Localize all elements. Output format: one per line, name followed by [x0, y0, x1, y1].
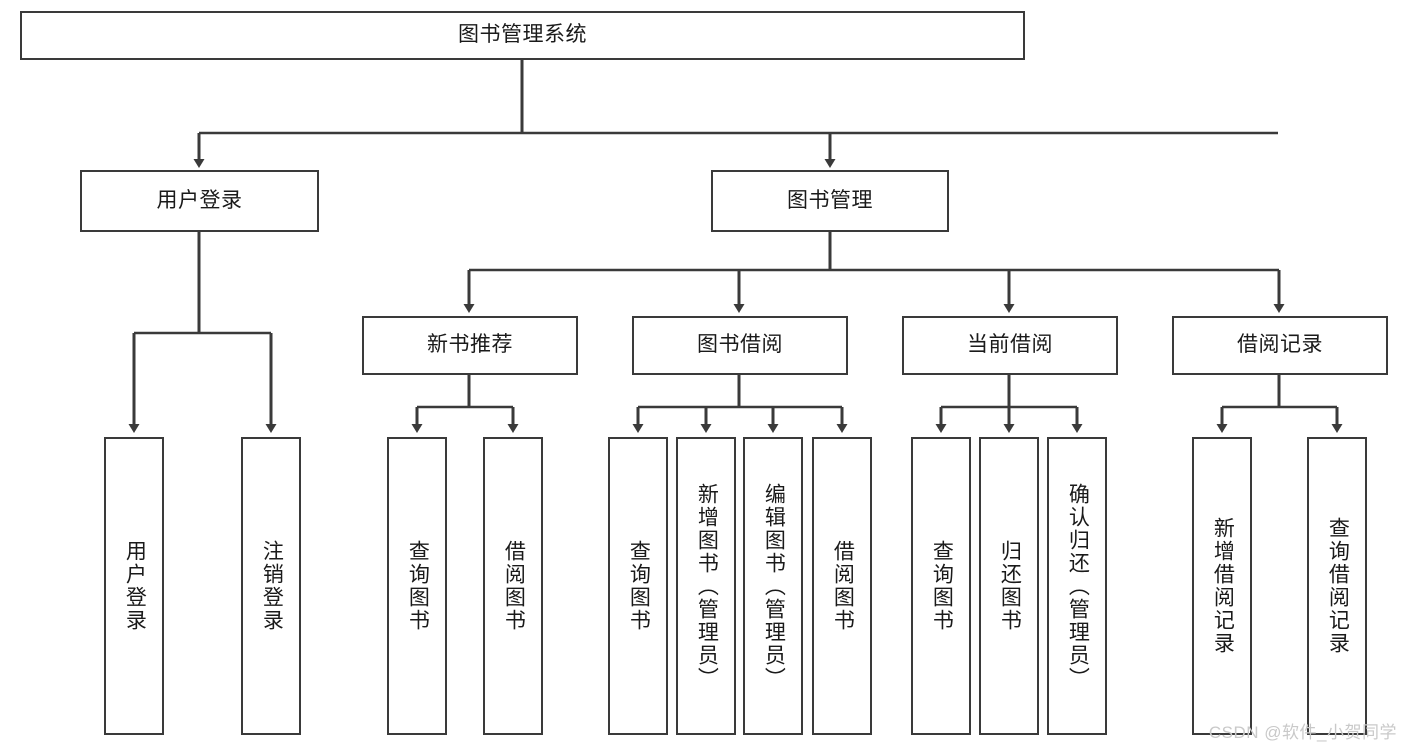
leaf-current-return-book[interactable]: 归还图书	[979, 437, 1039, 735]
node-label: 用户登录	[123, 540, 147, 632]
node-label: 图书管理系统	[458, 23, 587, 47]
leaf-borrow-edit-book-admin[interactable]: 编辑图书（管理员）	[743, 437, 803, 735]
leaf-borrow-add-book-admin[interactable]: 新增图书（管理员）	[676, 437, 736, 735]
leaf-user-login-login[interactable]: 用户登录	[104, 437, 164, 735]
node-label: 新增借阅记录	[1211, 517, 1235, 655]
node-current-borrow[interactable]: 当前借阅	[902, 316, 1118, 375]
node-label: 借阅记录	[1237, 333, 1323, 357]
node-label: 查询图书	[627, 540, 651, 632]
node-label: 查询图书	[930, 540, 954, 632]
node-book-management[interactable]: 图书管理	[711, 170, 949, 232]
leaf-recommend-query-book[interactable]: 查询图书	[387, 437, 447, 735]
node-label: 新书推荐	[427, 333, 513, 357]
node-label: 借阅图书	[502, 540, 526, 632]
node-label: 归还图书	[998, 540, 1022, 632]
node-user-login[interactable]: 用户登录	[80, 170, 319, 232]
node-label: 当前借阅	[967, 333, 1053, 357]
leaf-recommend-borrow-book[interactable]: 借阅图书	[483, 437, 543, 735]
leaf-record-query-record[interactable]: 查询借阅记录	[1307, 437, 1367, 735]
leaf-borrow-borrow-book[interactable]: 借阅图书	[812, 437, 872, 735]
node-label: 查询借阅记录	[1326, 517, 1350, 655]
leaf-user-login-logout[interactable]: 注销登录	[241, 437, 301, 735]
node-new-book-recommend[interactable]: 新书推荐	[362, 316, 578, 375]
node-label: 图书管理	[787, 188, 873, 212]
node-label: 用户登录	[156, 188, 243, 212]
node-label: 编辑图书（管理员）	[762, 482, 786, 690]
node-label: 注销登录	[260, 540, 284, 632]
watermark-text: CSDN @软件_小贺同学	[1208, 723, 1397, 742]
leaf-borrow-query-book[interactable]: 查询图书	[608, 437, 668, 735]
node-borrow-record[interactable]: 借阅记录	[1172, 316, 1388, 375]
leaf-current-query-book[interactable]: 查询图书	[911, 437, 971, 735]
leaf-current-confirm-return-admin[interactable]: 确认归还（管理员）	[1047, 437, 1107, 735]
node-label: 图书借阅	[697, 333, 783, 357]
node-label: 借阅图书	[831, 540, 855, 632]
node-book-borrow[interactable]: 图书借阅	[632, 316, 848, 375]
node-label: 确认归还（管理员）	[1066, 482, 1090, 690]
leaf-record-add-record[interactable]: 新增借阅记录	[1192, 437, 1252, 735]
node-root-book-management-system[interactable]: 图书管理系统	[20, 11, 1025, 60]
node-label: 新增图书（管理员）	[695, 482, 719, 690]
node-label: 查询图书	[406, 540, 430, 632]
